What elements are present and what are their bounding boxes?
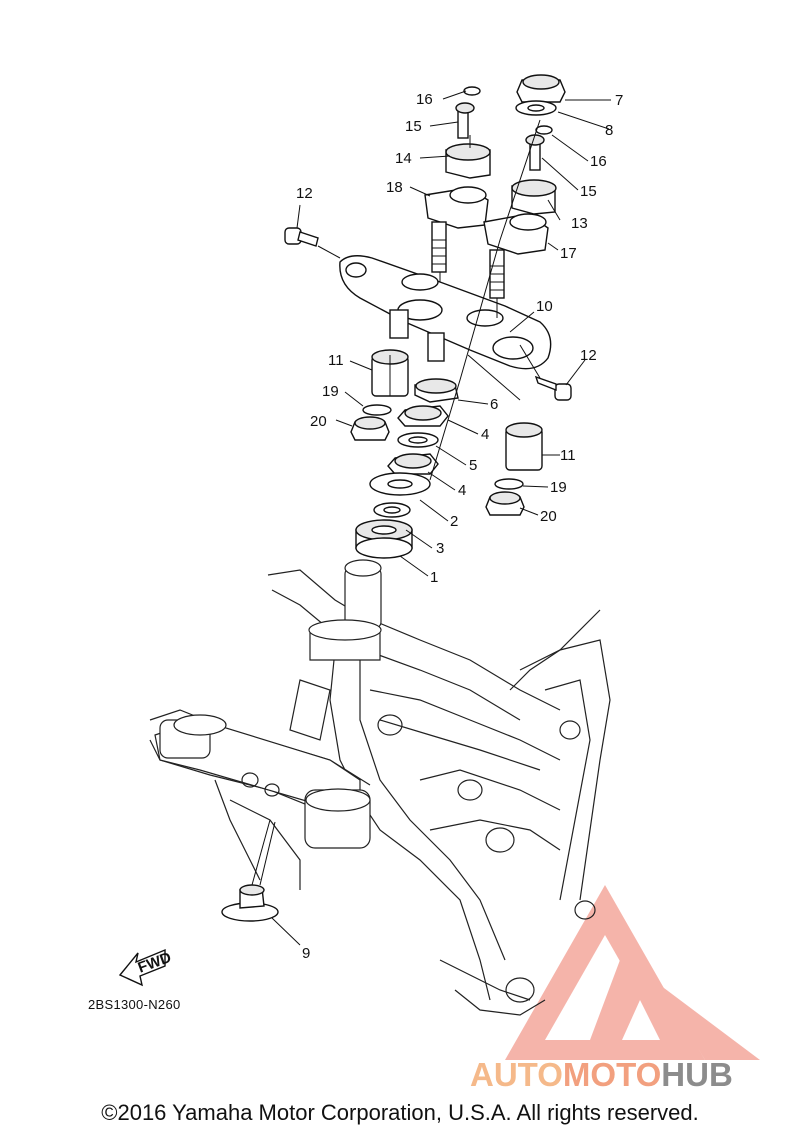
callout-7: 7 — [615, 92, 623, 109]
upper-bracket — [339, 255, 552, 370]
callout-4: 4 — [458, 482, 466, 499]
callout-15: 15 — [580, 183, 597, 200]
callout-8: 8 — [605, 122, 613, 139]
callout-19: 19 — [550, 479, 567, 496]
callout-9: 9 — [302, 945, 310, 962]
callout-12: 12 — [296, 185, 313, 202]
callout-12: 12 — [580, 347, 597, 364]
callout-2: 2 — [450, 513, 458, 530]
callout-20: 20 — [540, 508, 557, 525]
lower-bracket-stem — [154, 559, 382, 849]
callout-14: 14 — [395, 150, 412, 167]
callout-labels: 16 15 14 18 12 7 8 16 15 13 17 10 11 12 … — [296, 91, 623, 962]
callout-6: 6 — [490, 396, 498, 413]
callout-1: 1 — [430, 569, 438, 586]
callout-18: 18 — [386, 179, 403, 196]
brand-hub: HUB — [661, 1056, 733, 1093]
watermark-brand: AUTOMOTOHUB — [470, 1056, 733, 1094]
brand-auto: AUTO — [470, 1056, 563, 1093]
center-lines — [251, 119, 541, 886]
callout-4: 4 — [481, 426, 489, 443]
cap-part — [221, 884, 279, 922]
steering-stem-nut — [515, 74, 566, 116]
callout-10: 10 — [536, 298, 553, 315]
callout-16: 16 — [416, 91, 433, 108]
copyright-notice: ©2016 Yamaha Motor Corporation, U.S.A. A… — [101, 1100, 699, 1125]
callout-11: 11 — [328, 352, 344, 369]
callout-20: 20 — [310, 413, 327, 430]
fork-spacers — [350, 349, 543, 516]
callout-5: 5 — [469, 457, 477, 474]
callout-19: 19 — [322, 383, 339, 400]
diagram-code: 2BS1300-N260 — [88, 997, 181, 1012]
frame-structure — [149, 569, 611, 1016]
callout-15: 15 — [405, 118, 422, 135]
fwd-arrow-icon: FWD — [118, 949, 174, 987]
callout-3: 3 — [436, 540, 444, 557]
callout-17: 17 — [560, 245, 577, 262]
watermark-logo — [505, 885, 760, 1060]
handlebar-holder-left — [424, 86, 491, 273]
callout-13: 13 — [571, 215, 588, 232]
fwd-label: FWD — [136, 949, 174, 977]
callout-11: 11 — [560, 447, 576, 464]
bearing-stack — [355, 378, 459, 559]
brand-moto: MOTO — [562, 1056, 662, 1093]
handlebar-holder-right — [483, 125, 557, 299]
pinch-bolts — [284, 227, 572, 401]
leader-lines — [271, 90, 611, 946]
callout-16: 16 — [590, 153, 607, 170]
